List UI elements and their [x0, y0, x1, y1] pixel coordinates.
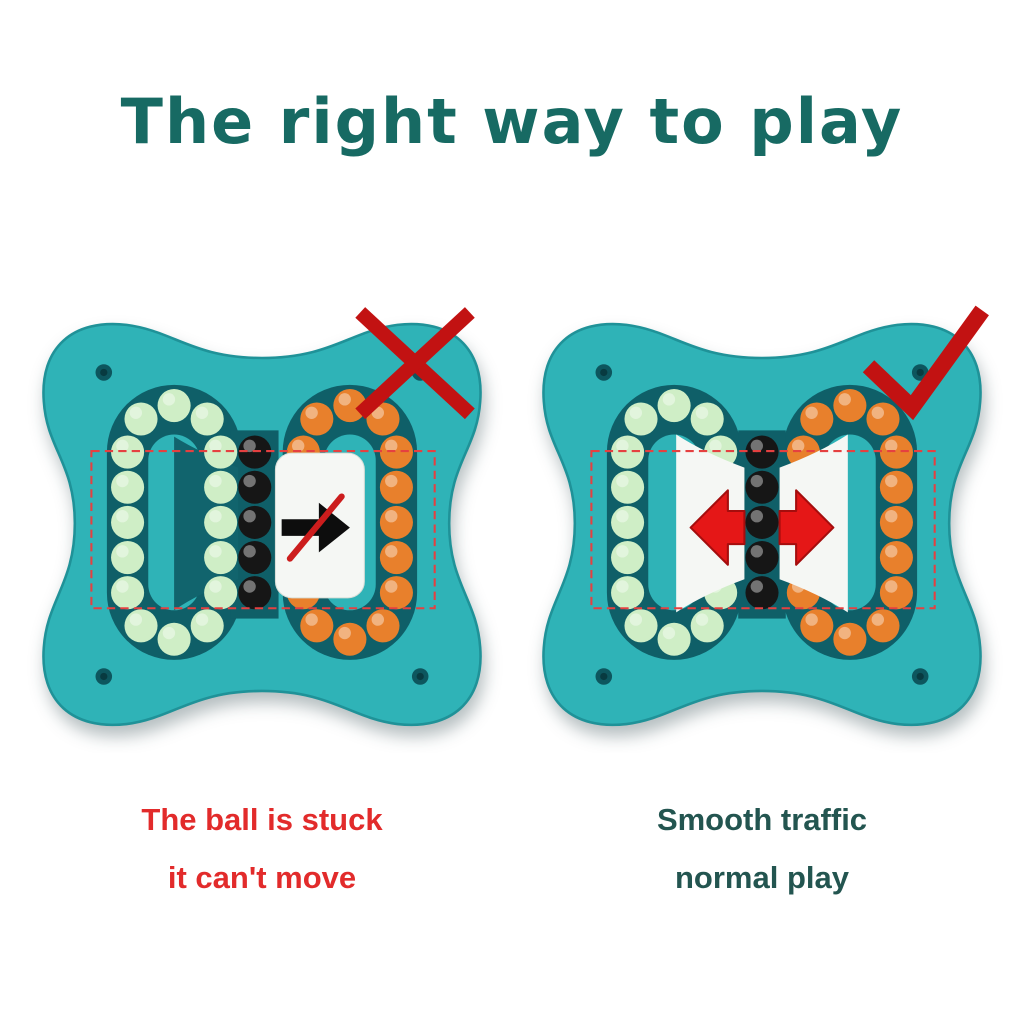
black-beads-column	[745, 435, 779, 610]
toys-row	[0, 298, 1024, 753]
blocked-slash-icon	[286, 493, 345, 562]
arrow-left-icon	[689, 489, 746, 566]
check-mark-icon	[862, 305, 989, 421]
wrong-way-toy-image	[19, 298, 505, 753]
wrong-caption-line-2: it can't move	[167, 860, 357, 895]
right-caption-line-2: normal play	[675, 860, 849, 895]
right-way-toy-image	[519, 298, 1005, 753]
arrow-right-icon	[778, 489, 835, 566]
cross-mark-icon	[355, 307, 475, 420]
page-title: The right way to play	[120, 85, 904, 158]
right-caption-line-1: Smooth traffic	[656, 802, 868, 837]
free-move-arrows	[689, 489, 835, 566]
wrong-caption-line-1: The ball is stuck	[141, 802, 383, 837]
right-way-caption: Smooth traffic normal play	[519, 791, 1005, 907]
captions-row: The ball is stuck it can't move Smooth t…	[0, 791, 1024, 907]
black-beads-column	[238, 435, 272, 610]
wrong-way-toy-svg	[42, 307, 482, 727]
wrong-way-caption: The ball is stuck it can't move	[19, 791, 505, 907]
right-way-toy-svg	[542, 305, 989, 727]
